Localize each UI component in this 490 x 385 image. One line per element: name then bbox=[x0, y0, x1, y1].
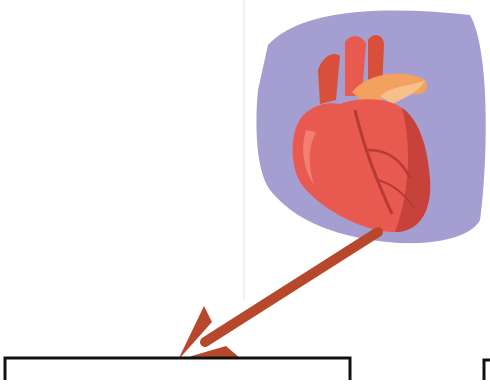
target-box-right bbox=[484, 360, 490, 380]
arrow-shaft bbox=[205, 232, 378, 342]
target-box-left bbox=[5, 358, 350, 380]
pointer-arrow bbox=[178, 232, 378, 360]
